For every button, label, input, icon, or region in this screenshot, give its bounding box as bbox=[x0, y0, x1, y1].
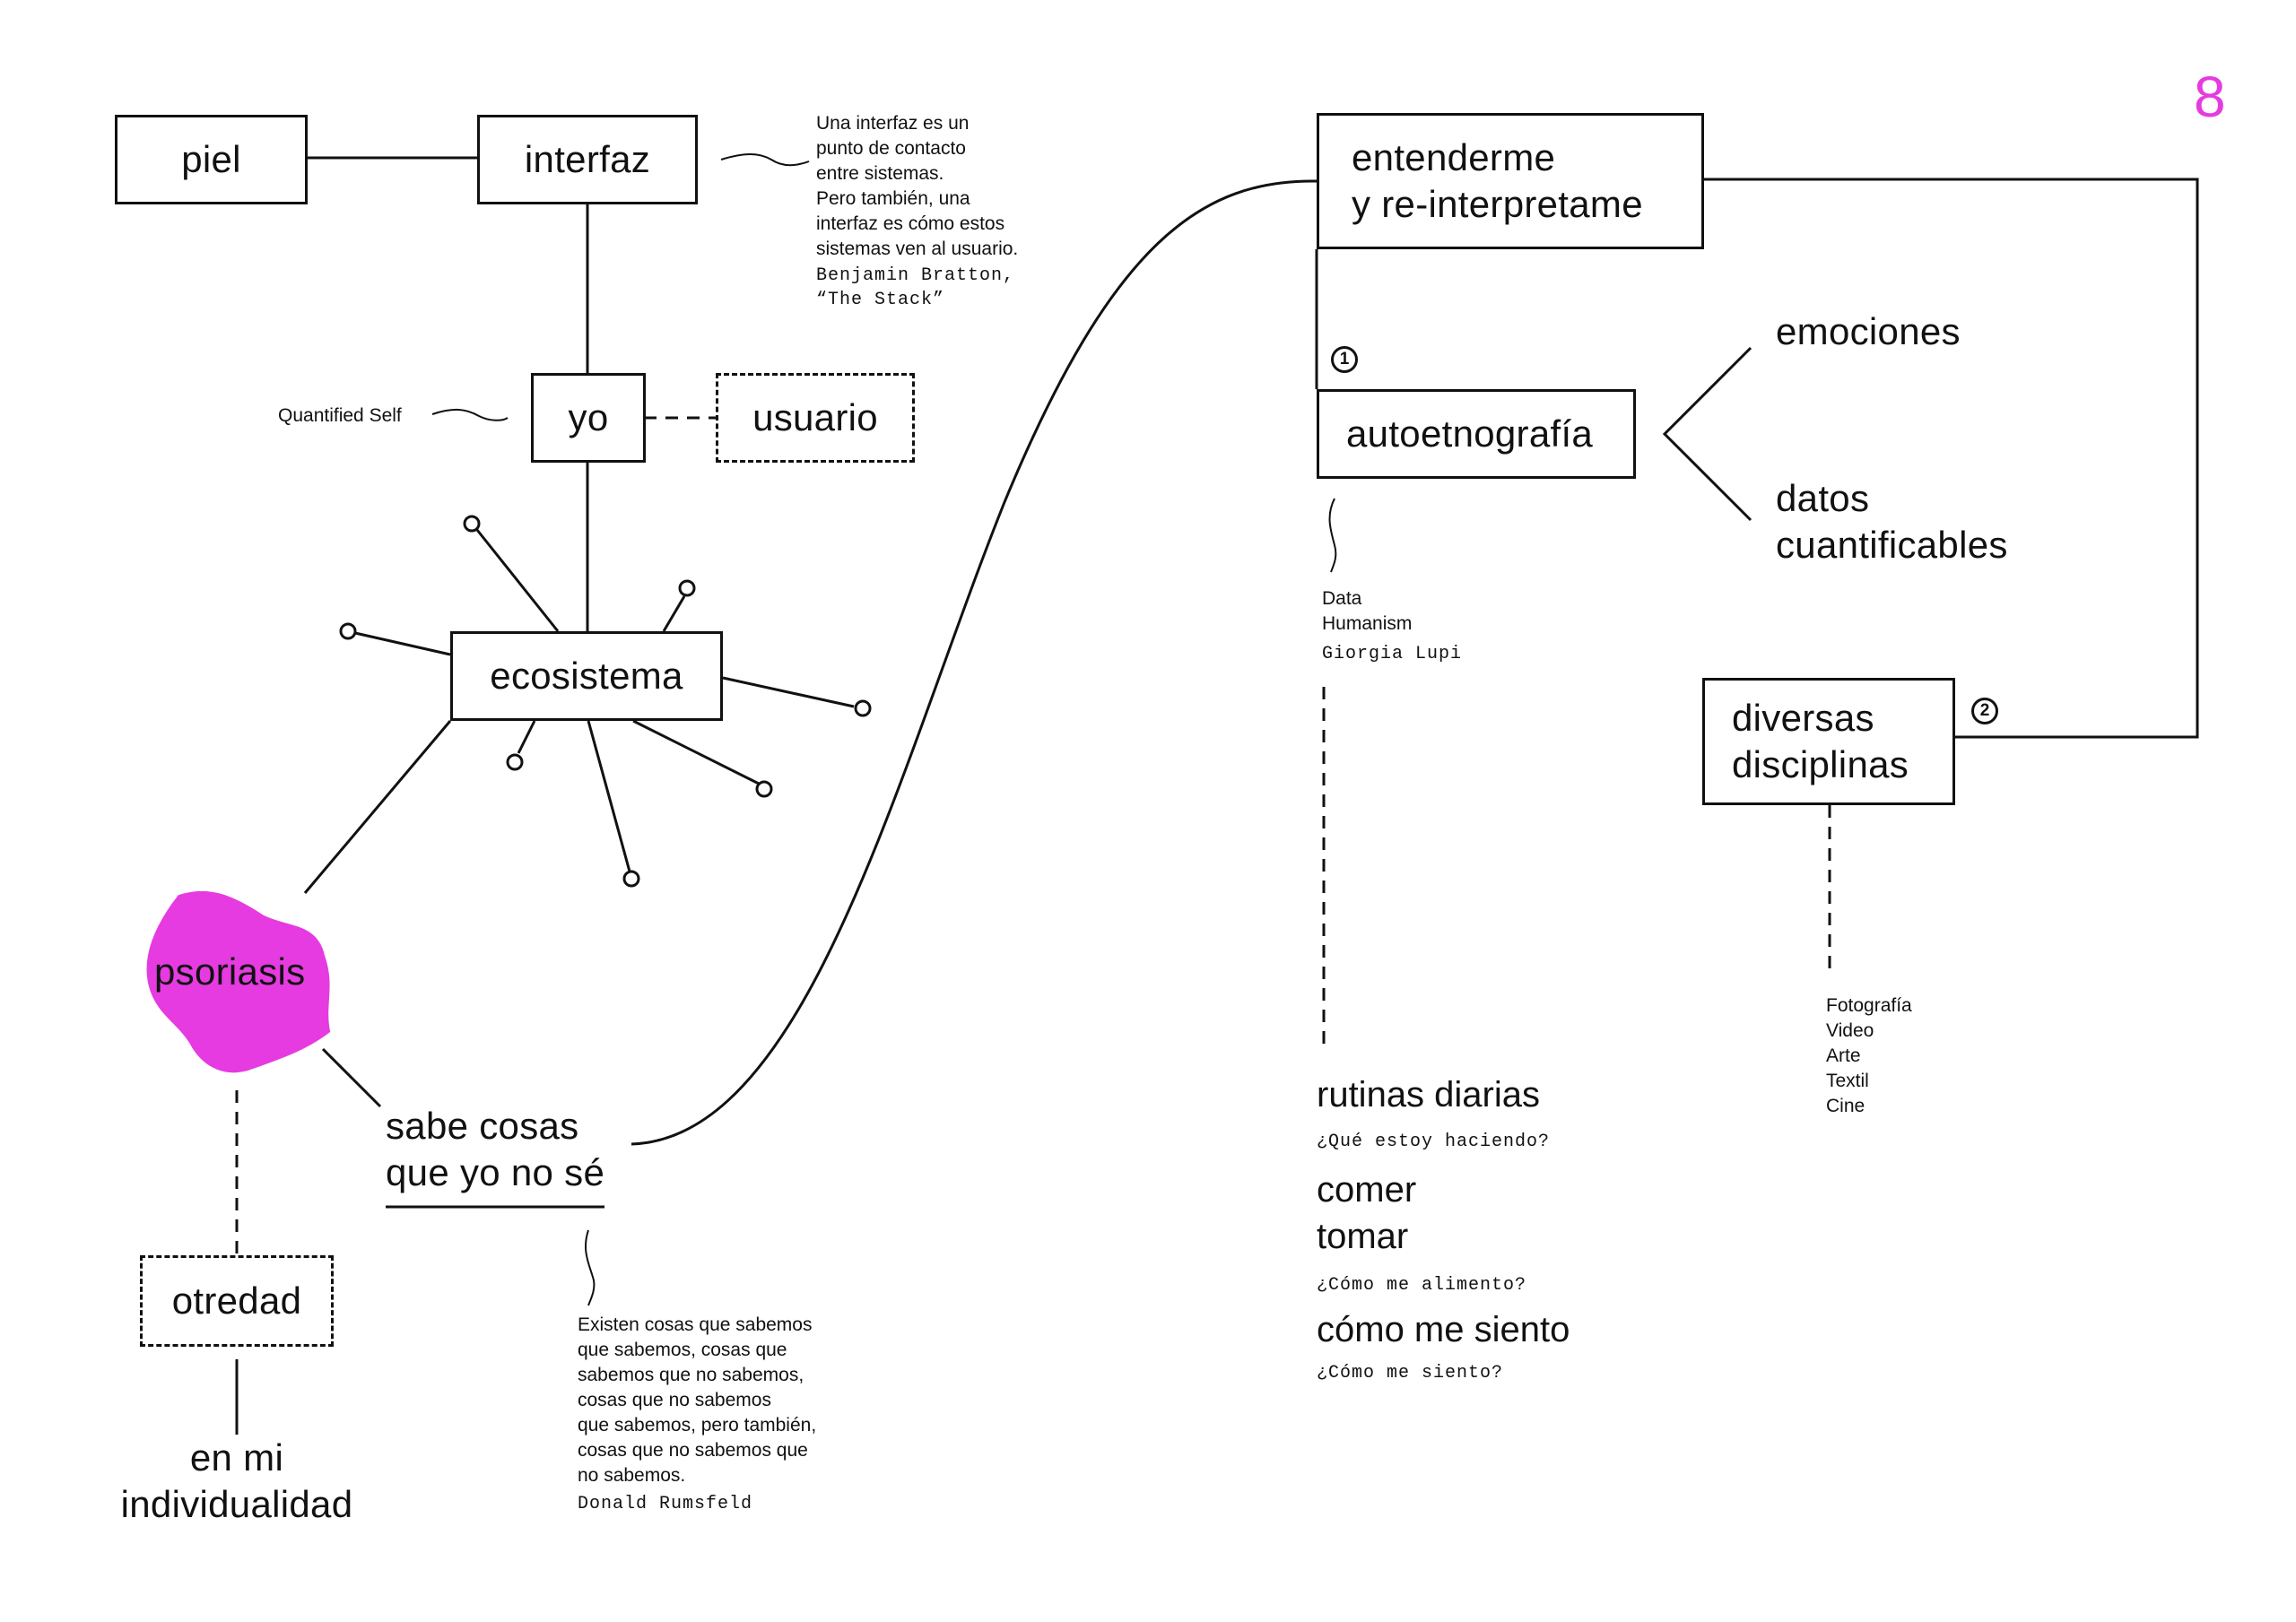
node-interfaz-label: interfaz bbox=[524, 138, 651, 180]
node-piel-label: piel bbox=[181, 138, 241, 180]
curve-sabe-entenderme bbox=[631, 179, 1318, 1146]
spoke-2 bbox=[662, 595, 686, 632]
node-yo: yo bbox=[531, 373, 646, 463]
routines-title: rutinas diarias bbox=[1317, 1075, 1541, 1115]
node-sabe-cosas-line1: sabe cosas bbox=[386, 1105, 579, 1147]
node-individualidad-line2: individualidad bbox=[120, 1483, 353, 1525]
node-psoriasis-label: psoriasis bbox=[154, 950, 306, 993]
node-datos-line2: cuantificables bbox=[1776, 524, 2008, 566]
squiggle-interfaz bbox=[720, 153, 810, 167]
spoke-node-3 bbox=[339, 622, 357, 640]
node-autoetnografia-label: autoetnografía bbox=[1346, 412, 1594, 455]
routines-question-1: ¿Qué estoy haciendo? bbox=[1317, 1132, 1551, 1152]
squiggle-datahumanism bbox=[1328, 498, 1337, 573]
marker-2-label: 2 bbox=[1979, 701, 1990, 720]
squiggle-quantified bbox=[431, 409, 509, 421]
spoke-node-1 bbox=[463, 515, 481, 533]
node-diversas-disciplinas: diversas disciplinas bbox=[1702, 678, 1955, 805]
link-psoriasis-sabe bbox=[321, 1047, 382, 1108]
spoke-5 bbox=[517, 720, 536, 754]
note-data-humanism: Data Humanism bbox=[1322, 588, 1413, 634]
spoke-7 bbox=[632, 719, 760, 785]
routines-question-2: ¿Cómo me alimento? bbox=[1317, 1275, 1527, 1296]
node-ecosistema-label: ecosistema bbox=[490, 655, 683, 697]
node-interfaz: interfaz bbox=[477, 115, 698, 204]
spoke-node-5 bbox=[506, 753, 524, 771]
node-individualidad-line1: en mi bbox=[189, 1436, 284, 1479]
marker-1-icon: 1 bbox=[1331, 346, 1358, 373]
node-datos-line1: datos bbox=[1776, 477, 1870, 519]
node-diversas-line1: diversas bbox=[1732, 697, 1874, 739]
squiggle-rumsfeld bbox=[585, 1229, 596, 1306]
spoke-4 bbox=[722, 676, 855, 708]
spoke-3 bbox=[354, 631, 451, 656]
node-entenderme-line2: y re-interpretame bbox=[1352, 183, 1643, 225]
marker-2-icon: 2 bbox=[1971, 698, 1998, 724]
node-autoetnografia: autoetnografía bbox=[1317, 389, 1636, 479]
note-disciplines-list: Fotografía Video Arte Textil Cine bbox=[1826, 995, 1912, 1116]
node-diversas-line2: disciplinas bbox=[1732, 743, 1909, 785]
marker-1-label: 1 bbox=[1339, 350, 1350, 369]
psoriasis-blob-shape bbox=[146, 890, 331, 1073]
note-interfaz-quote: Una interfaz es un punto de contacto ent… bbox=[816, 113, 1019, 259]
page-number: 8 bbox=[2194, 65, 2226, 129]
node-yo-label: yo bbox=[568, 396, 609, 438]
spoke-node-4 bbox=[854, 699, 872, 717]
routines-eat-line2: tomar bbox=[1317, 1217, 1409, 1256]
node-usuario: usuario bbox=[716, 373, 915, 463]
node-piel: piel bbox=[115, 115, 308, 204]
link-entenderme-diversas bbox=[1704, 178, 2199, 739]
node-otredad: otredad bbox=[140, 1255, 334, 1347]
spoke-6 bbox=[587, 720, 631, 872]
note-interfaz-author: Benjamin Bratton, “The Stack” bbox=[816, 265, 1015, 310]
spoke-node-2 bbox=[678, 579, 696, 597]
routines-question-3: ¿Cómo me siento? bbox=[1317, 1363, 1504, 1383]
note-data-humanism-author: Giorgia Lupi bbox=[1322, 644, 1463, 664]
link-ecosistema-psoriasis bbox=[303, 720, 452, 894]
routines-feel: cómo me siento bbox=[1317, 1310, 1570, 1349]
note-rumsfeld-quote: Existen cosas que sabemos que sabemos, c… bbox=[578, 1314, 817, 1486]
spoke-1 bbox=[472, 525, 560, 632]
note-quantified-self: Quantified Self bbox=[278, 405, 402, 426]
node-entenderme: entenderme y re-interpretame bbox=[1317, 113, 1704, 249]
note-rumsfeld-author: Donald Rumsfeld bbox=[578, 1494, 753, 1514]
node-otredad-label: otredad bbox=[171, 1279, 302, 1322]
node-emociones-label: emociones bbox=[1776, 310, 1961, 352]
routines-eat-line1: comer bbox=[1317, 1170, 1417, 1210]
node-usuario-label: usuario bbox=[752, 396, 878, 438]
node-sabe-cosas-line2: que yo no sé bbox=[386, 1151, 605, 1193]
node-entenderme-line1: entenderme bbox=[1352, 136, 1556, 178]
spoke-node-7 bbox=[755, 780, 773, 798]
spoke-node-6 bbox=[622, 870, 640, 888]
node-ecosistema: ecosistema bbox=[450, 631, 723, 721]
fork-emociones-datos bbox=[1662, 346, 1752, 522]
